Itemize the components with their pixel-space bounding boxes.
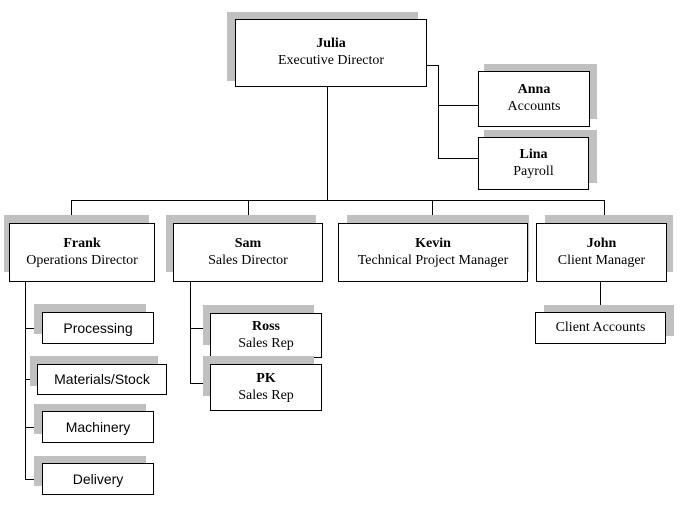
node-name: Ross <box>251 318 280 334</box>
node-name: Sam <box>234 235 262 251</box>
connector-top-row <box>71 200 605 201</box>
connector-julia-right <box>426 65 438 66</box>
node-label: Delivery <box>72 470 124 487</box>
node-processing: Processing <box>42 312 154 344</box>
node-julia: Julia Executive Director <box>235 19 427 87</box>
node-frank: Frank Operations Director <box>9 223 155 282</box>
connector-frank <box>71 200 72 223</box>
node-name: PK <box>256 370 276 386</box>
connector-john-down <box>600 282 601 312</box>
connector-ross <box>190 328 210 329</box>
node-anna: Anna Accounts <box>478 71 590 127</box>
node-label: Machinery <box>65 418 131 435</box>
connector-sam-vertical <box>190 282 191 383</box>
node-role: Sales Director <box>208 252 288 268</box>
connector-lina <box>438 158 478 159</box>
node-role: Client Manager <box>557 252 646 268</box>
node-materials-stock: Materials/Stock <box>37 364 167 395</box>
node-role: Executive Director <box>277 53 385 68</box>
connector-staff-vertical <box>438 65 439 158</box>
node-role: Technical Project Manager <box>357 252 509 268</box>
node-name: Anna <box>517 82 551 98</box>
node-kevin: Kevin Technical Project Manager <box>338 223 528 282</box>
connector-sam <box>248 200 249 223</box>
node-label: Client Accounts <box>555 319 646 335</box>
connector-processing <box>25 328 42 329</box>
connector-john <box>604 200 605 223</box>
connector-kevin <box>432 200 433 223</box>
connector-machinery <box>25 427 42 428</box>
node-sam: Sam Sales Director <box>173 223 323 282</box>
connector-delivery <box>25 479 42 480</box>
connector-anna <box>438 105 478 106</box>
node-role: Accounts <box>507 99 561 114</box>
node-name: John <box>586 235 617 251</box>
connector-julia-down <box>327 86 328 200</box>
node-name: Lina <box>519 146 548 162</box>
node-role: Payroll <box>513 163 554 179</box>
node-name: Julia <box>316 36 346 52</box>
node-name: Kevin <box>415 235 451 251</box>
node-delivery: Delivery <box>42 463 154 495</box>
node-client-accounts: Client Accounts <box>535 312 666 344</box>
node-lina: Lina Payroll <box>478 137 589 190</box>
node-machinery: Machinery <box>42 411 154 443</box>
node-label: Materials/Stock <box>54 371 150 388</box>
node-john: John Client Manager <box>536 223 667 282</box>
node-role: Operations Director <box>26 252 138 268</box>
connector-pk <box>190 383 210 384</box>
node-name: Frank <box>63 235 101 251</box>
node-label: Processing <box>63 319 133 336</box>
node-pk: PK Sales Rep <box>210 364 322 411</box>
connector-frank-vertical <box>25 282 26 479</box>
node-role: Sales Rep <box>238 387 294 403</box>
node-role: Sales Rep <box>238 335 294 351</box>
node-ross: Ross Sales Rep <box>210 313 322 358</box>
